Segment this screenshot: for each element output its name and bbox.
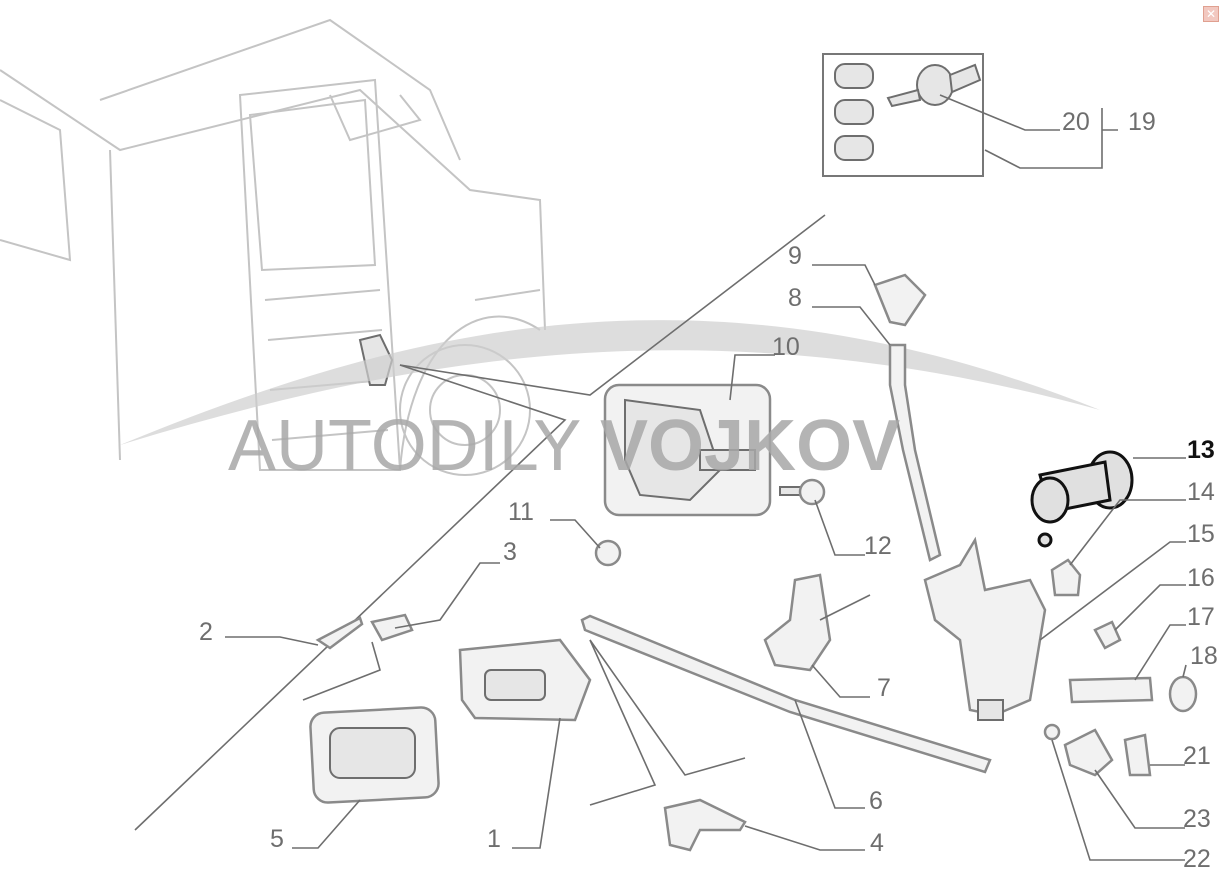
label-19[interactable]: 19 [1128, 108, 1156, 136]
part-23 [1063, 728, 1114, 777]
part-5 [309, 706, 440, 804]
label-23[interactable]: 23 [1183, 805, 1211, 833]
label-12[interactable]: 12 [864, 532, 892, 560]
part-13 [1030, 450, 1134, 548]
part-1 [458, 638, 592, 722]
label-18[interactable]: 18 [1190, 642, 1218, 670]
part-22 [1043, 723, 1061, 741]
part-17 [1068, 676, 1154, 704]
label-9[interactable]: 9 [788, 242, 802, 270]
leader-lines [225, 264, 1187, 861]
part-7 [763, 573, 832, 672]
part-4 [663, 798, 747, 852]
part-18 [1168, 675, 1198, 713]
part-21 [1123, 733, 1152, 777]
label-2[interactable]: 2 [199, 618, 213, 646]
close-button[interactable]: ✕ [1203, 6, 1219, 22]
callout-labels: 20 19 9 8 10 13 14 15 16 17 18 21 23 22 … [199, 108, 1218, 870]
part-14 [1050, 558, 1082, 597]
part-8-rod [888, 343, 942, 562]
label-8[interactable]: 8 [788, 284, 802, 312]
part-15 [923, 536, 1047, 721]
part-3 [370, 613, 414, 642]
label-22[interactable]: 22 [1183, 845, 1211, 870]
part-12 [779, 478, 826, 506]
label-10[interactable]: 10 [772, 333, 800, 361]
label-5[interactable]: 5 [270, 825, 284, 853]
label-20[interactable]: 20 [1062, 108, 1090, 136]
svg-text:AUTODILY: AUTODILY [228, 406, 581, 486]
part-16 [1093, 620, 1122, 650]
label-11[interactable]: 11 [508, 498, 534, 526]
label-7[interactable]: 7 [877, 674, 891, 702]
label-16[interactable]: 16 [1187, 564, 1215, 592]
label-21[interactable]: 21 [1183, 742, 1211, 770]
label-1[interactable]: 1 [487, 825, 501, 853]
watermark-swoosh [120, 320, 1100, 445]
watermark: AUTODILY VOJKOV [228, 406, 900, 486]
label-6[interactable]: 6 [869, 787, 883, 815]
part-10 [603, 383, 772, 517]
label-13[interactable]: 13 [1187, 436, 1215, 464]
label-3[interactable]: 3 [503, 538, 517, 566]
svg-text:VOJKOV: VOJKOV [600, 406, 900, 486]
part-2 [315, 616, 364, 650]
label-14[interactable]: 14 [1187, 478, 1215, 506]
part-9 [873, 273, 927, 327]
label-17[interactable]: 17 [1187, 603, 1215, 631]
label-4[interactable]: 4 [870, 829, 884, 857]
part-11 [594, 539, 622, 567]
key-set-box [822, 53, 984, 177]
part-6-rod [580, 614, 992, 774]
label-15[interactable]: 15 [1187, 520, 1215, 548]
